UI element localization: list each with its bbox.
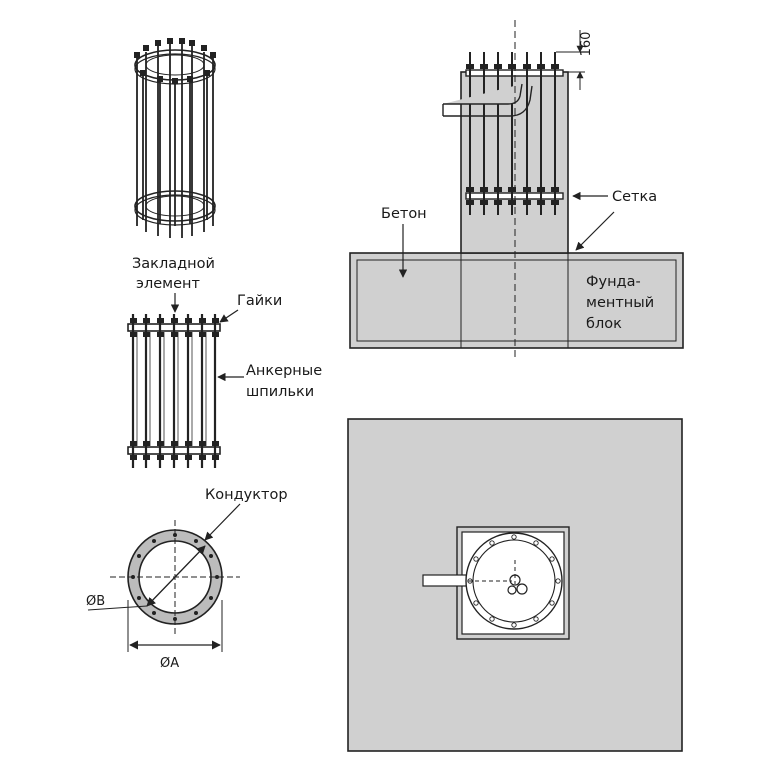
label-embedded-line2: элемент xyxy=(136,276,200,292)
dimension-160: 160 xyxy=(579,32,594,57)
label-anchor-line1: Анкерные xyxy=(246,363,322,379)
anchor-cage-3d xyxy=(134,44,216,238)
label-concrete: Бетон xyxy=(381,206,427,222)
label-mesh: Сетка xyxy=(612,189,657,205)
foundation-section xyxy=(349,20,684,360)
label-block-line2: ментный xyxy=(586,295,654,311)
nuts-arrow xyxy=(219,309,239,323)
dimension-dia-b: ØB xyxy=(86,594,105,609)
label-block-line1: Фунда- xyxy=(586,274,641,290)
mesh-arrow-2 xyxy=(575,211,615,251)
label-jig: Кондуктор xyxy=(205,487,288,503)
section-nuts xyxy=(466,64,559,205)
foundation-plan xyxy=(347,418,683,752)
dimension-160-line xyxy=(556,30,585,90)
dimension-dia-a: ØA xyxy=(160,656,179,671)
dimension-dia-a-line xyxy=(127,600,223,652)
label-block-line3: блок xyxy=(586,316,622,332)
cage-3d-top-nuts xyxy=(134,38,216,84)
label-embedded-line1: Закладной xyxy=(132,256,215,272)
anchor-side-nuts xyxy=(130,318,219,460)
jig-ring xyxy=(87,520,240,634)
label-nuts: Гайки xyxy=(237,293,282,309)
jig-arrow xyxy=(204,503,241,541)
label-anchor-line2: шпильки xyxy=(246,384,314,400)
